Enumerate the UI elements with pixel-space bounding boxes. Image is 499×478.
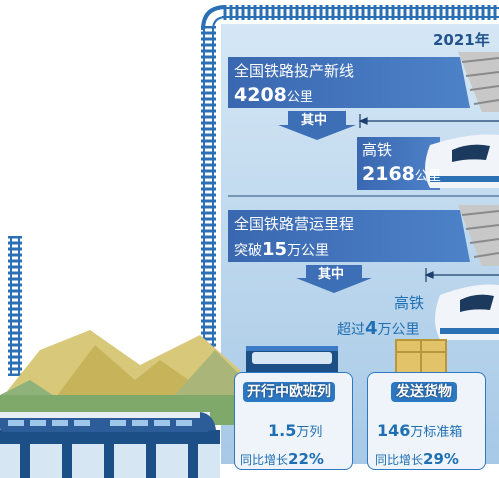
arrow-qizhong-2 xyxy=(296,265,372,293)
year-label: 2021年 xyxy=(433,31,490,49)
card-goods-growth: 同比增长29% xyxy=(375,449,459,468)
card-trains-growth: 同比增长22% xyxy=(240,449,324,468)
passenger-train xyxy=(0,412,216,432)
hsr-new-value: 2168公里 xyxy=(362,163,441,185)
hsr-operating-label: 高铁 xyxy=(394,294,425,312)
rail-illustration-2 xyxy=(458,205,499,266)
hsr-operating-value: 超过4万公里 xyxy=(337,318,420,339)
card-goods-title: 发送货物 xyxy=(391,382,457,402)
card-goods-unit: 万标准箱 xyxy=(410,425,463,440)
banner-new-lines xyxy=(228,57,470,108)
new-lines-number: 4208 xyxy=(234,84,287,106)
card-goods-number: 146 xyxy=(377,421,411,440)
hsr-train-1 xyxy=(425,134,499,188)
card-trains-number: 1.5 xyxy=(268,421,297,440)
hsr-new-number: 2168 xyxy=(362,163,415,185)
operating-title: 全国铁路营运里程 xyxy=(234,215,355,233)
hsr-new-unit: 公里 xyxy=(414,169,441,184)
hills xyxy=(0,330,245,425)
card-trains-title: 开行中欧班列 xyxy=(243,382,335,402)
card-trains-growth-value: 22% xyxy=(288,450,324,468)
hsr-operating-number: 4 xyxy=(365,318,378,339)
card-goods xyxy=(367,372,486,470)
operating-prefix: 突破 xyxy=(234,243,262,259)
card-trains-value: 1.5万列 xyxy=(268,421,322,440)
banner-hsr-new xyxy=(357,137,440,190)
hsr-operating-prefix: 超过 xyxy=(337,322,365,338)
card-goods-value: 146万标准箱 xyxy=(377,421,462,440)
card-goods-growth-prefix: 同比增长 xyxy=(375,453,424,467)
new-lines-title: 全国铁路投产新线 xyxy=(234,62,355,80)
rail-illustration-1 xyxy=(458,52,499,112)
new-lines-unit: 公里 xyxy=(286,90,313,105)
qizhong-label-2: 其中 xyxy=(318,267,345,282)
operating-value: 突破15万公里 xyxy=(234,239,329,260)
span-indicator-1 xyxy=(358,114,499,128)
span-indicator-2 xyxy=(424,268,499,282)
banner-operating xyxy=(228,210,470,262)
frame-track-left xyxy=(201,26,216,376)
operating-number: 15 xyxy=(262,239,288,260)
hsr-new-label: 高铁 xyxy=(362,141,393,159)
card-trains-unit: 万列 xyxy=(296,425,323,440)
hsr-train-2 xyxy=(435,284,499,340)
small-track-left xyxy=(8,236,22,376)
frame-track-top xyxy=(201,5,499,30)
qizhong-label-1: 其中 xyxy=(301,113,328,128)
hsr-operating-unit: 万公里 xyxy=(377,322,420,338)
new-lines-value: 4208公里 xyxy=(234,84,313,106)
card-trains-growth-prefix: 同比增长 xyxy=(240,453,289,467)
viaduct xyxy=(0,430,220,478)
arrow-qizhong-1 xyxy=(278,111,356,140)
operating-unit: 万公里 xyxy=(287,243,330,259)
card-goods-growth-value: 29% xyxy=(423,450,459,468)
